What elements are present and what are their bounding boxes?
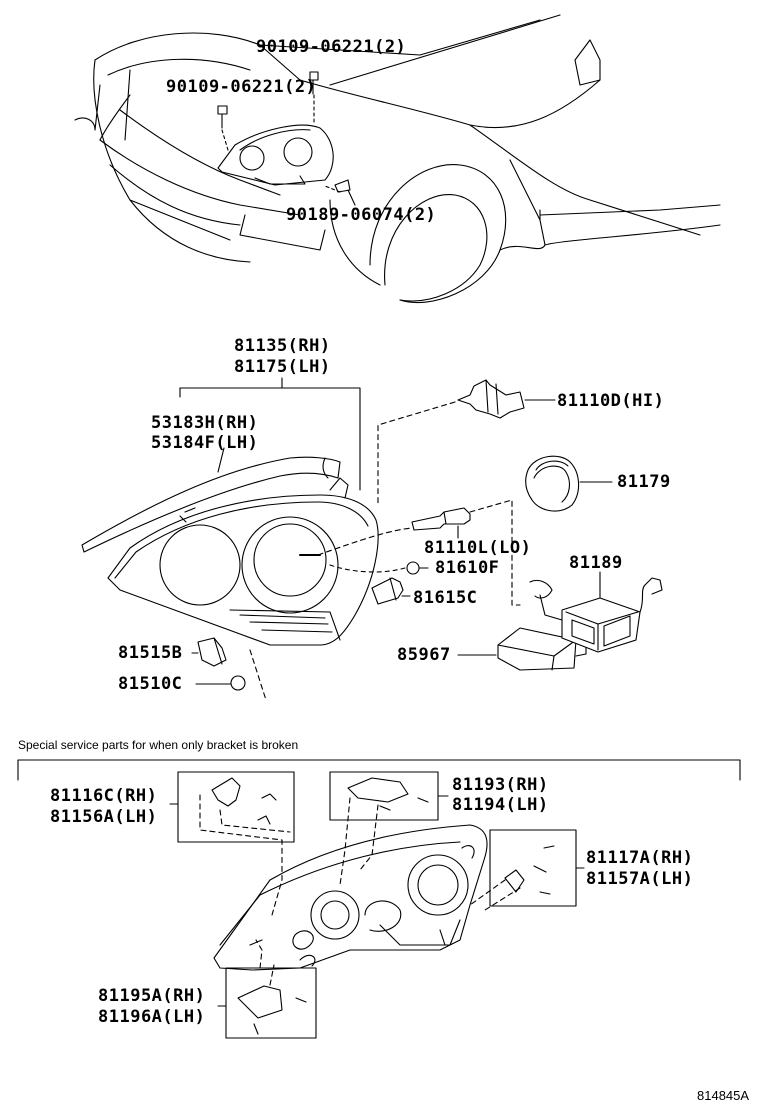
label-computer: 81189 xyxy=(569,553,623,573)
clip-icon xyxy=(324,179,356,206)
label-headlamp-rh: 81135(RH) xyxy=(234,336,331,356)
label-socket-side: 81515B xyxy=(118,643,183,663)
side-socket-icon xyxy=(197,637,227,667)
dust-cover-icon xyxy=(525,455,580,512)
label-headlamp-lh: 81175(LH) xyxy=(234,357,331,377)
diagram-code: 814845A xyxy=(697,1088,750,1103)
label-cover: 81179 xyxy=(617,472,671,492)
bolt-icon xyxy=(217,105,229,151)
label-bulb-hi: 81110D(HI) xyxy=(557,391,665,411)
headlamp-rear-view xyxy=(213,824,488,971)
label-molding-rh: 53183H(RH) xyxy=(151,413,259,433)
label-socket-small: 81615C xyxy=(413,588,478,608)
label-bracket-a-lh: 81156A(LH) xyxy=(50,807,158,827)
label-bolt-top: 90109-06221(2) xyxy=(256,37,407,57)
label-bulb-lo: 81110L(LO) xyxy=(424,538,532,558)
small-bulb-icon xyxy=(406,561,429,575)
label-clip: 90189-06074(2) xyxy=(286,205,437,225)
label-bracket-a-rh: 81116C(RH) xyxy=(50,786,158,806)
label-bracket-d-lh: 81196A(LH) xyxy=(98,1007,206,1027)
side-bulb-icon xyxy=(230,675,246,691)
label-bulb-side: 81510C xyxy=(118,674,183,694)
ballast-unit-icon xyxy=(497,627,587,671)
bracket-kit-box xyxy=(329,771,439,821)
bracket-kit-box xyxy=(225,967,317,1039)
label-bolt-left: 90109-06221(2) xyxy=(166,77,317,97)
headlamp-assembly xyxy=(107,477,379,646)
car-headlamp xyxy=(217,124,334,186)
bracket-kit-box xyxy=(177,771,295,843)
label-bracket-c-rh: 81117A(RH) xyxy=(586,848,694,868)
label-bracket-c-lh: 81157A(LH) xyxy=(586,869,694,889)
car-front-illustration xyxy=(74,14,721,304)
bracket-kit-box xyxy=(489,829,577,907)
label-bracket-b-rh: 81193(RH) xyxy=(452,775,549,795)
label-bulb-small: 81610F xyxy=(435,558,500,578)
label-ballast: 85967 xyxy=(397,645,451,665)
label-molding-lh: 53184F(LH) xyxy=(151,433,259,453)
socket-icon xyxy=(371,577,404,605)
note-bracket-service: Special service parts for when only brac… xyxy=(18,738,299,752)
label-bracket-b-lh: 81194(LH) xyxy=(452,795,549,815)
lo-bulb-icon xyxy=(411,507,471,531)
hi-bulb-icon xyxy=(457,379,525,419)
molding-strip xyxy=(81,456,341,553)
bolt-icon xyxy=(309,71,319,123)
headlamp-computer-icon xyxy=(529,577,663,653)
label-bracket-d-rh: 81195A(RH) xyxy=(98,986,206,1006)
